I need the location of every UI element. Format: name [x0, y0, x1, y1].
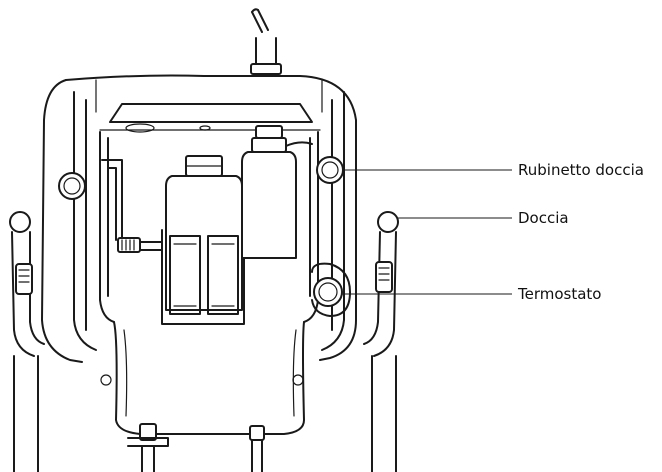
shower-tap-knob — [316, 156, 344, 184]
left-side-handle — [9, 211, 45, 472]
main-frame — [41, 74, 357, 363]
side-screws — [100, 374, 304, 386]
right-canister — [241, 125, 313, 259]
left-hose — [101, 159, 163, 253]
bottom-fittings — [127, 423, 265, 472]
callout-leaders — [342, 169, 512, 295]
thermostat-dial — [311, 262, 351, 317]
left-canister — [165, 155, 243, 311]
right-side-handle — [363, 211, 399, 472]
top-inlet-pipe — [250, 8, 282, 75]
label-doccia: Doccia — [518, 209, 569, 227]
canister-bracket — [161, 229, 245, 325]
inner-bowl — [99, 131, 319, 435]
left-knob — [58, 172, 86, 200]
top-cover-plate — [99, 103, 321, 133]
label-rubinetto-doccia: Rubinetto doccia — [518, 161, 644, 179]
label-termostato: Termostato — [517, 285, 601, 303]
